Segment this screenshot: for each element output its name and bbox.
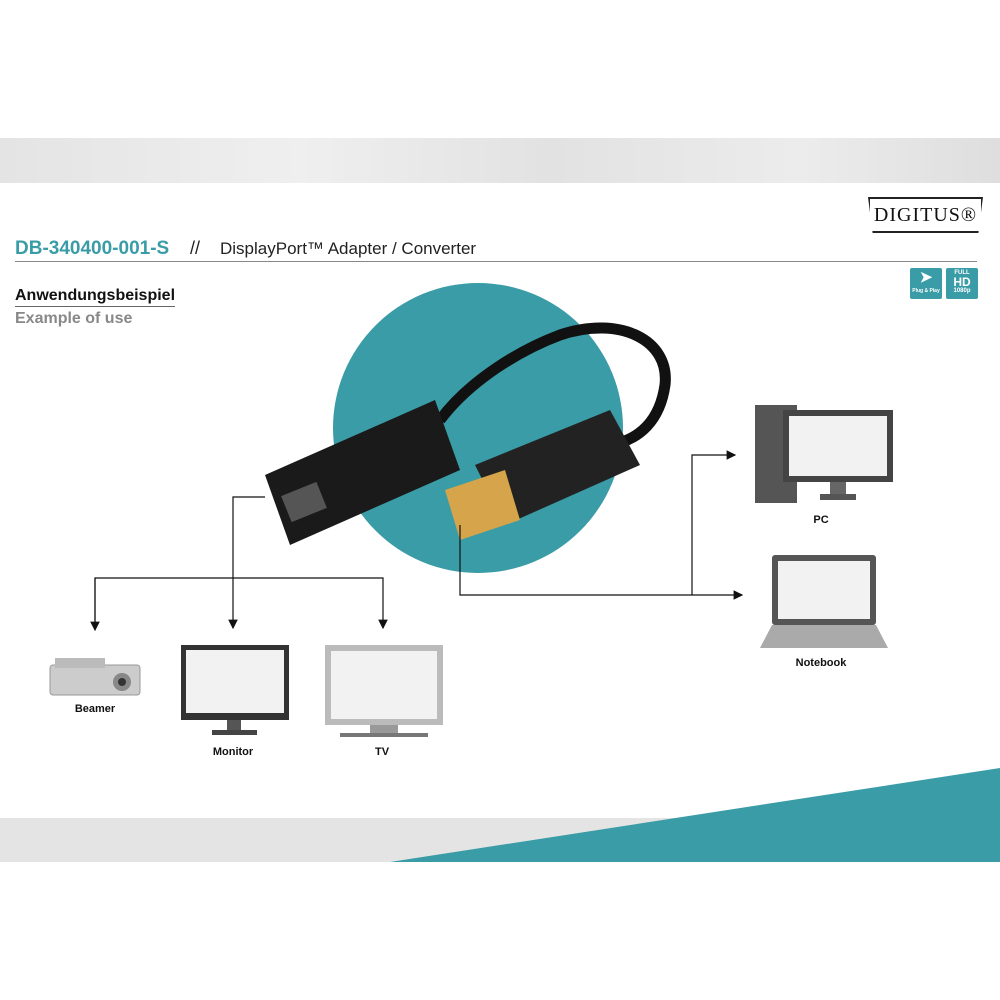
tv-icon bbox=[325, 645, 443, 737]
notebook-icon bbox=[760, 555, 888, 648]
label-monitor: Monitor bbox=[212, 746, 254, 758]
product-sku: DB-340400-001-S bbox=[15, 238, 170, 259]
digitus-logo: DIGITUS® bbox=[868, 197, 983, 233]
full-hd-badge: FULL HD 1080p bbox=[946, 268, 978, 299]
badge-label: Plug & Play bbox=[912, 288, 940, 294]
beamer-icon bbox=[49, 658, 141, 696]
arrow-icon: ➤ bbox=[919, 269, 933, 286]
title-separator: // bbox=[190, 238, 201, 258]
plug-play-badge: ➤ Plug & Play bbox=[910, 268, 942, 299]
header-divider bbox=[15, 261, 977, 262]
label-tv: TV bbox=[374, 746, 390, 758]
section-title-de: Anwendungsbeispiel bbox=[15, 287, 176, 307]
section-title-en: Example of use bbox=[15, 310, 133, 327]
product-title: DisplayPort™ Adapter / Converter bbox=[220, 239, 477, 258]
adapter-image bbox=[265, 322, 671, 545]
badge-res: 1080p bbox=[953, 288, 971, 294]
badge-full: FULL bbox=[954, 270, 970, 276]
monitor-icon bbox=[181, 645, 289, 735]
top-band bbox=[0, 138, 1000, 183]
label-beamer: Beamer bbox=[74, 703, 116, 715]
teal-diagonal bbox=[390, 768, 1000, 862]
label-pc: PC bbox=[813, 514, 829, 526]
badge-hd: HD bbox=[953, 275, 971, 289]
pc-icon bbox=[755, 405, 893, 503]
label-notebook: Notebook bbox=[795, 657, 847, 669]
